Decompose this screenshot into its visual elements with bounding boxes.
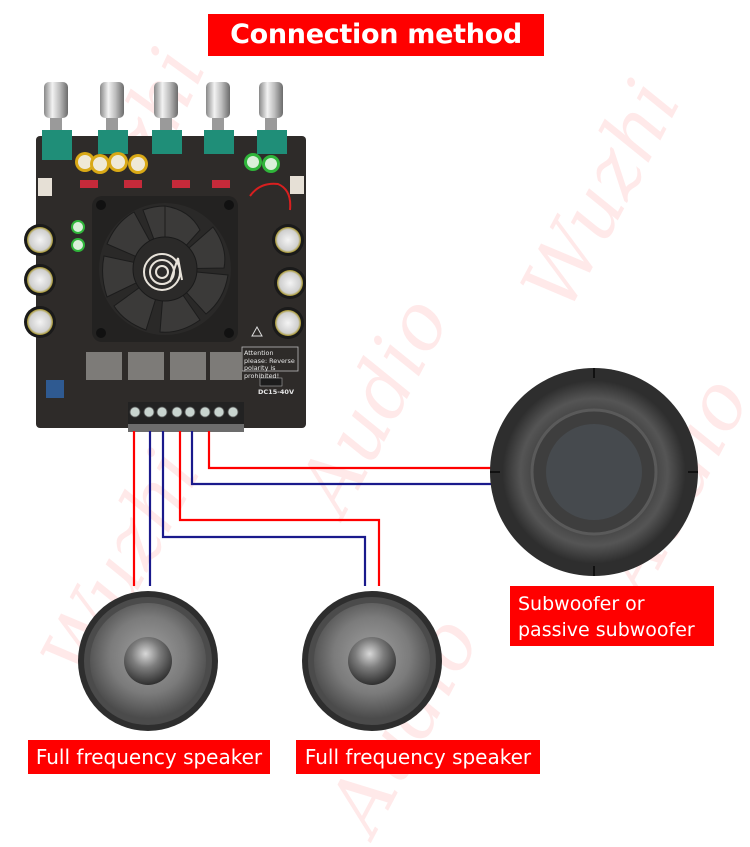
right-speaker-label: Full frequency speaker	[296, 740, 540, 774]
wire-right-positive	[178, 431, 381, 586]
full-frequency-speaker-left	[78, 591, 218, 731]
polarity-warning-text: Attention please: Reverse polarity is pr…	[244, 349, 295, 380]
left-speaker-label: Full frequency speaker	[28, 740, 270, 774]
wire-right-negative	[161, 431, 367, 586]
potentiometer-knobs	[42, 82, 287, 160]
speaker-terminal-block	[128, 402, 244, 432]
cooling-fan	[92, 196, 238, 342]
logo-icon	[143, 253, 183, 291]
amplifier-board	[24, 82, 306, 432]
speaker-wires	[132, 431, 496, 586]
subwoofer-label: Subwoofer or passive subwoofer	[510, 586, 714, 646]
subwoofer-label-line2: passive subwoofer	[518, 619, 695, 641]
full-frequency-speaker-right	[302, 591, 442, 731]
voltage-label: DC15-40V	[258, 388, 294, 396]
connection-diagram	[24, 82, 698, 731]
wire-sub-positive	[207, 431, 496, 470]
subwoofer-label-line1: Subwoofer or	[518, 593, 645, 615]
subwoofer	[490, 368, 698, 576]
wire-sub-negative	[190, 431, 496, 486]
page-title: Connection method two	[208, 14, 544, 92]
